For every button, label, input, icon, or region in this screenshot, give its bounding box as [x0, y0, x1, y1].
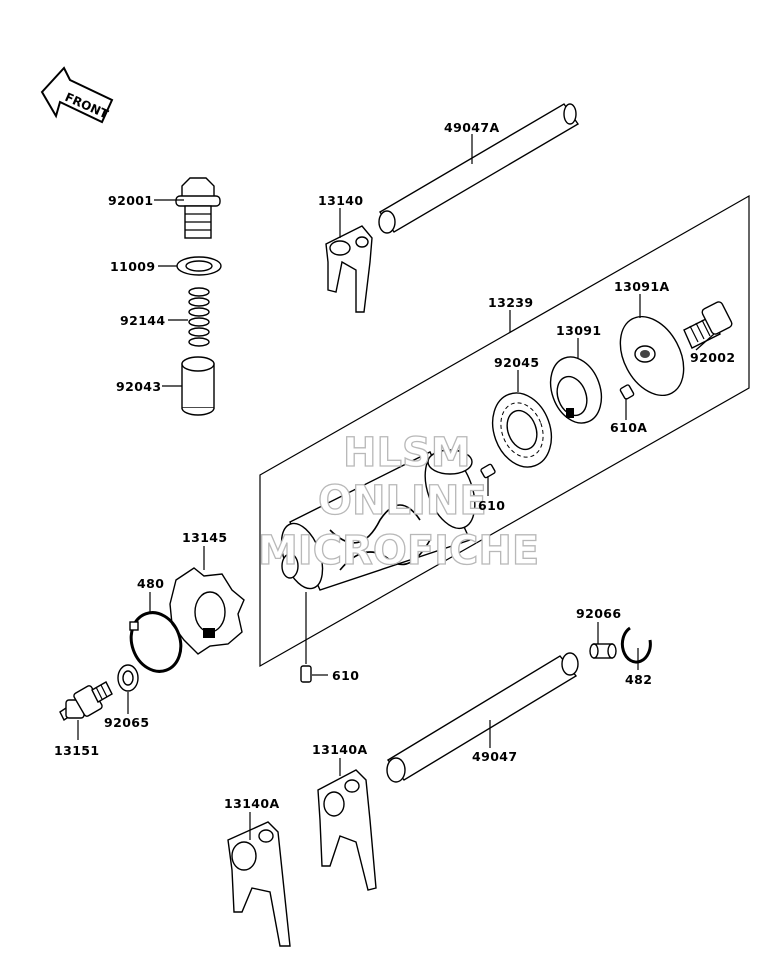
shift-rod-lower — [386, 652, 579, 783]
label-13140: 13140 — [318, 193, 364, 208]
shift-pin — [181, 356, 215, 416]
drum-bolt — [683, 301, 733, 349]
drum-assembly-box — [259, 194, 750, 668]
label-610-lower: 610 — [332, 668, 359, 683]
drum-plate — [619, 315, 685, 397]
collar — [589, 643, 617, 659]
label-482: 482 — [625, 672, 652, 687]
shift-fork-lower-left — [227, 821, 291, 947]
washer — [117, 664, 139, 692]
bearing — [491, 392, 553, 468]
label-92002: 92002 — [690, 350, 736, 365]
circlip — [129, 611, 183, 673]
watermark-line-1: HLSM — [343, 430, 471, 476]
shift-fork-lower-right — [317, 769, 377, 891]
drum-cam — [549, 356, 603, 424]
pin-mid — [480, 463, 496, 479]
part-labels: 49047A 13140 92001 11009 92144 92043 132… — [54, 120, 736, 811]
star-plate — [169, 567, 245, 655]
watermark: HLSM ONLINE MICROFICHE — [257, 429, 540, 574]
neutral-switch — [59, 681, 113, 722]
label-13239: 13239 — [488, 295, 534, 310]
label-92045: 92045 — [494, 355, 540, 370]
front-arrow-icon: FRONT — [40, 66, 114, 124]
label-610A: 610A — [610, 420, 647, 435]
plug-bolt — [175, 177, 221, 239]
label-49047: 49047 — [472, 749, 518, 764]
gasket — [176, 256, 222, 276]
leader-lines — [77, 134, 715, 840]
label-13140A-left: 13140A — [224, 796, 280, 811]
label-610-upper: 610 — [478, 498, 505, 513]
label-13140A-right: 13140A — [312, 742, 368, 757]
shift-drum — [280, 449, 476, 591]
shift-fork-upper — [325, 225, 373, 313]
shift-rod-upper — [378, 103, 580, 234]
label-13091A: 13091A — [614, 279, 670, 294]
spring — [188, 287, 210, 347]
label-13151: 13151 — [54, 743, 100, 758]
pin-lower — [300, 665, 312, 683]
label-92144: 92144 — [120, 313, 166, 328]
label-49047A: 49047A — [444, 120, 500, 135]
label-92066: 92066 — [576, 606, 622, 621]
label-92001: 92001 — [108, 193, 154, 208]
pin-upper-right — [619, 384, 635, 400]
label-92043: 92043 — [116, 379, 162, 394]
snap-ring — [620, 626, 652, 664]
label-13145: 13145 — [182, 530, 228, 545]
label-480: 480 — [137, 576, 164, 591]
watermark-line-2: ONLINE — [318, 478, 487, 524]
label-11009: 11009 — [110, 259, 156, 274]
label-92065: 92065 — [104, 715, 150, 730]
watermark-line-3: MICROFICHE — [258, 528, 539, 574]
label-13091: 13091 — [556, 323, 602, 338]
